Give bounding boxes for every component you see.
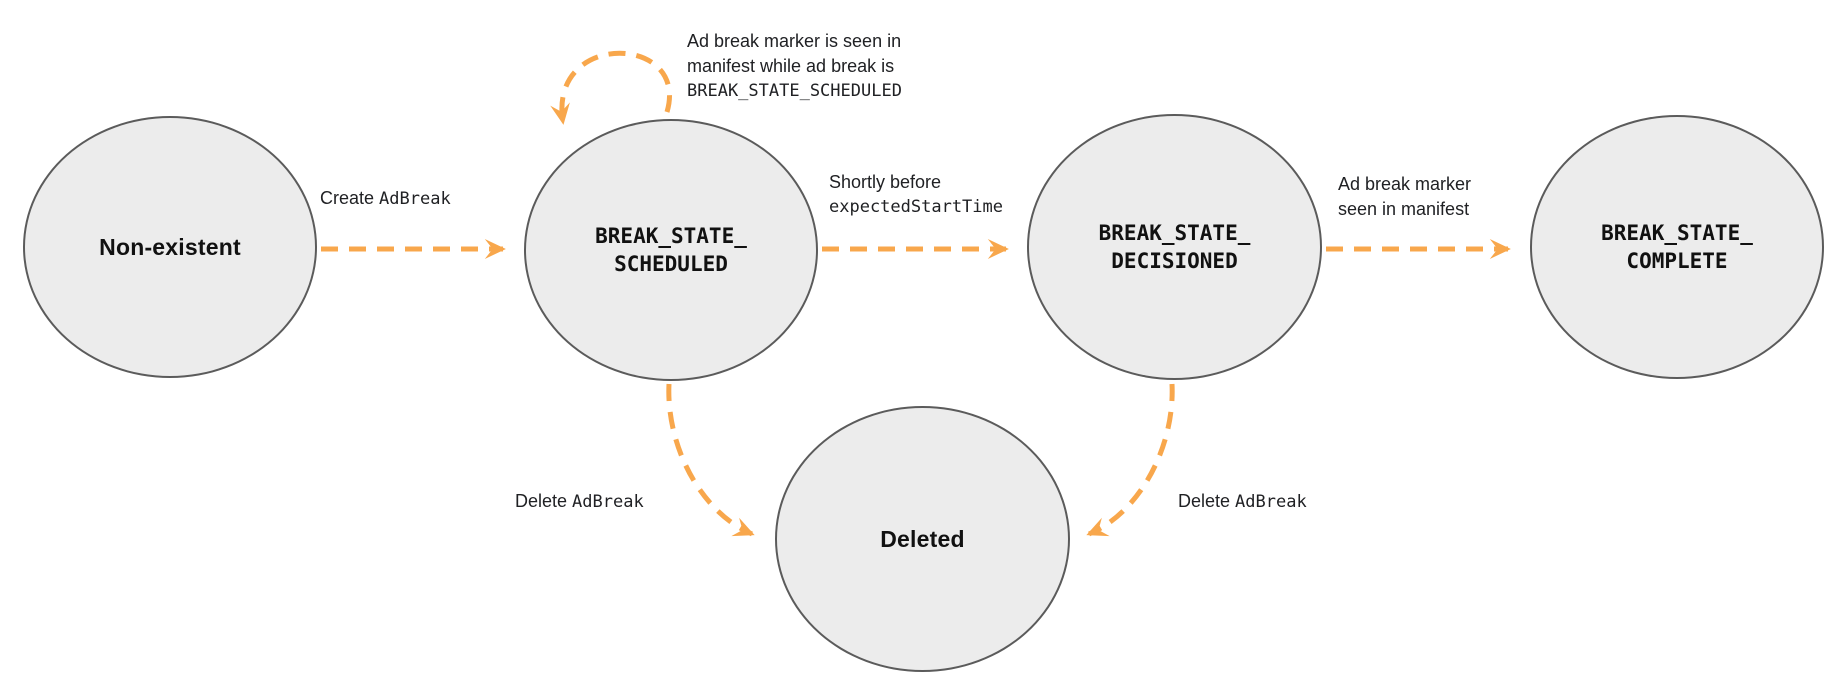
state-label-decisioned-line2: DECISIONED xyxy=(1111,249,1238,273)
arrow-delete-adbreak-from-decisioned xyxy=(1086,383,1175,537)
label-delete-left-code: AdBreak xyxy=(572,492,644,512)
label-self-loop-code: BREAK_STATE_SCHEDULED xyxy=(687,81,902,101)
label-shortly-before-code: expectedStartTime xyxy=(829,197,1003,217)
state-label-complete-line1: BREAK_STATE_ xyxy=(1601,221,1753,245)
state-node-break-state-complete: BREAK_STATE_ COMPLETE xyxy=(1530,115,1824,379)
state-node-non-existent: Non-existent xyxy=(23,116,317,378)
label-delete-right-text: Delete xyxy=(1178,491,1236,511)
state-label-scheduled-line1: BREAK_STATE_ xyxy=(595,224,747,248)
label-delete-right-code: AdBreak xyxy=(1235,492,1307,512)
state-label-deleted: Deleted xyxy=(880,525,965,552)
label-self-loop-line2: manifest while ad break is xyxy=(687,56,895,76)
arrow-delete-adbreak-from-scheduled xyxy=(666,383,755,537)
label-self-loop-line1: Ad break marker is seen in xyxy=(687,31,902,51)
state-node-break-state-decisioned: BREAK_STATE_ DECISIONED xyxy=(1027,114,1322,380)
label-marker-seen-line2: seen in manifest xyxy=(1338,199,1470,219)
state-label-complete-line2: COMPLETE xyxy=(1626,249,1728,273)
label-delete-adbreak-right: Delete AdBreak xyxy=(1178,489,1307,515)
state-label-decisioned-line1: BREAK_STATE_ xyxy=(1098,221,1251,245)
label-marker-seen: Ad break marker seen in manifest xyxy=(1338,172,1471,222)
label-shortly-before: Shortly before expectedStartTime xyxy=(829,170,1003,220)
label-self-loop: Ad break marker is seen in manifest whil… xyxy=(687,29,902,104)
label-create-adbreak-text: Create xyxy=(320,188,380,208)
arrow-self-loop-scheduled xyxy=(550,50,672,125)
label-create-adbreak: Create AdBreak xyxy=(320,186,451,212)
label-create-adbreak-code: AdBreak xyxy=(379,189,451,209)
state-node-break-state-scheduled: BREAK_STATE_ SCHEDULED xyxy=(524,119,818,381)
state-label-non-existent: Non-existent xyxy=(99,233,241,260)
state-node-deleted: Deleted xyxy=(775,406,1070,672)
label-marker-seen-line1: Ad break marker xyxy=(1338,174,1472,194)
label-shortly-before-line1: Shortly before xyxy=(829,172,942,192)
label-delete-left-text: Delete xyxy=(515,491,573,511)
state-label-scheduled-line2: SCHEDULED xyxy=(614,252,728,276)
label-delete-adbreak-left: Delete AdBreak xyxy=(515,489,644,515)
